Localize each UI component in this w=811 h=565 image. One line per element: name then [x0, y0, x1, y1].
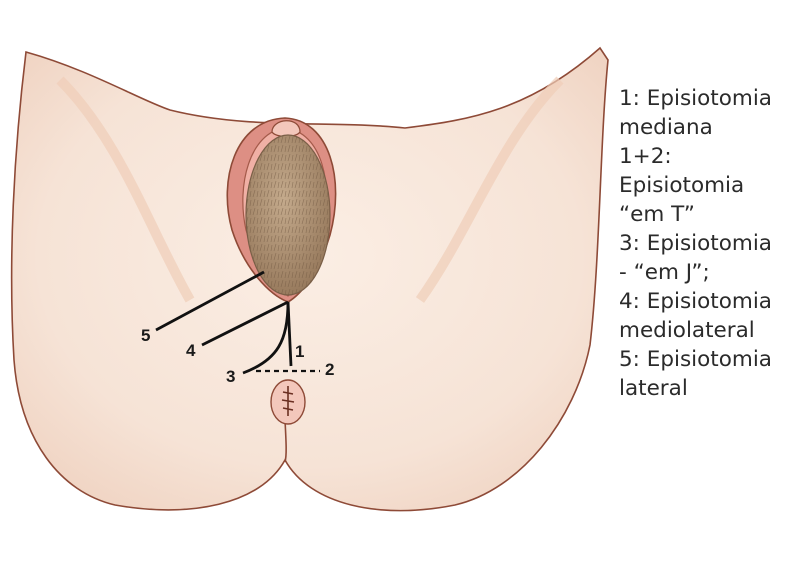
incision-number-2: 2: [325, 360, 334, 379]
incision-lines: [155, 270, 320, 375]
legend-line: mediolateral: [619, 318, 755, 343]
legend-line: 3: Episiotomia: [619, 231, 772, 256]
clitoral-hood: [271, 120, 301, 138]
left-thigh-crease: [56, 76, 195, 303]
incision-number-1: 1: [295, 342, 304, 361]
legend-line: - “em J”;: [619, 260, 710, 285]
legend-line: 1: Episiotomia: [619, 86, 772, 111]
incision-5-lateral: [155, 270, 265, 332]
incision-number-4: 4: [186, 341, 196, 360]
legend-line: mediana: [619, 115, 713, 140]
anus-center: [281, 386, 295, 416]
legend-line: 1+2:: [619, 144, 672, 169]
legend-line: 5: Episiotomia: [619, 347, 772, 372]
incision-number-5: 5: [141, 326, 150, 345]
gluteal-cleft: [284, 419, 287, 463]
incision-4-mediolateral: [201, 300, 289, 347]
incision-number-3: 3: [226, 367, 235, 386]
legend: 1: Episiotomia mediana 1+2: Episiotomia …: [619, 84, 809, 403]
legend-line: 4: Episiotomia: [619, 289, 772, 314]
legend-line: lateral: [619, 376, 688, 401]
right-thigh-crease: [415, 76, 564, 303]
incision-3-j: [242, 301, 290, 375]
fetal-hair-texture: [246, 135, 330, 295]
legend-line: “em T”: [619, 202, 695, 227]
legend-line: Episiotomia: [619, 173, 745, 198]
